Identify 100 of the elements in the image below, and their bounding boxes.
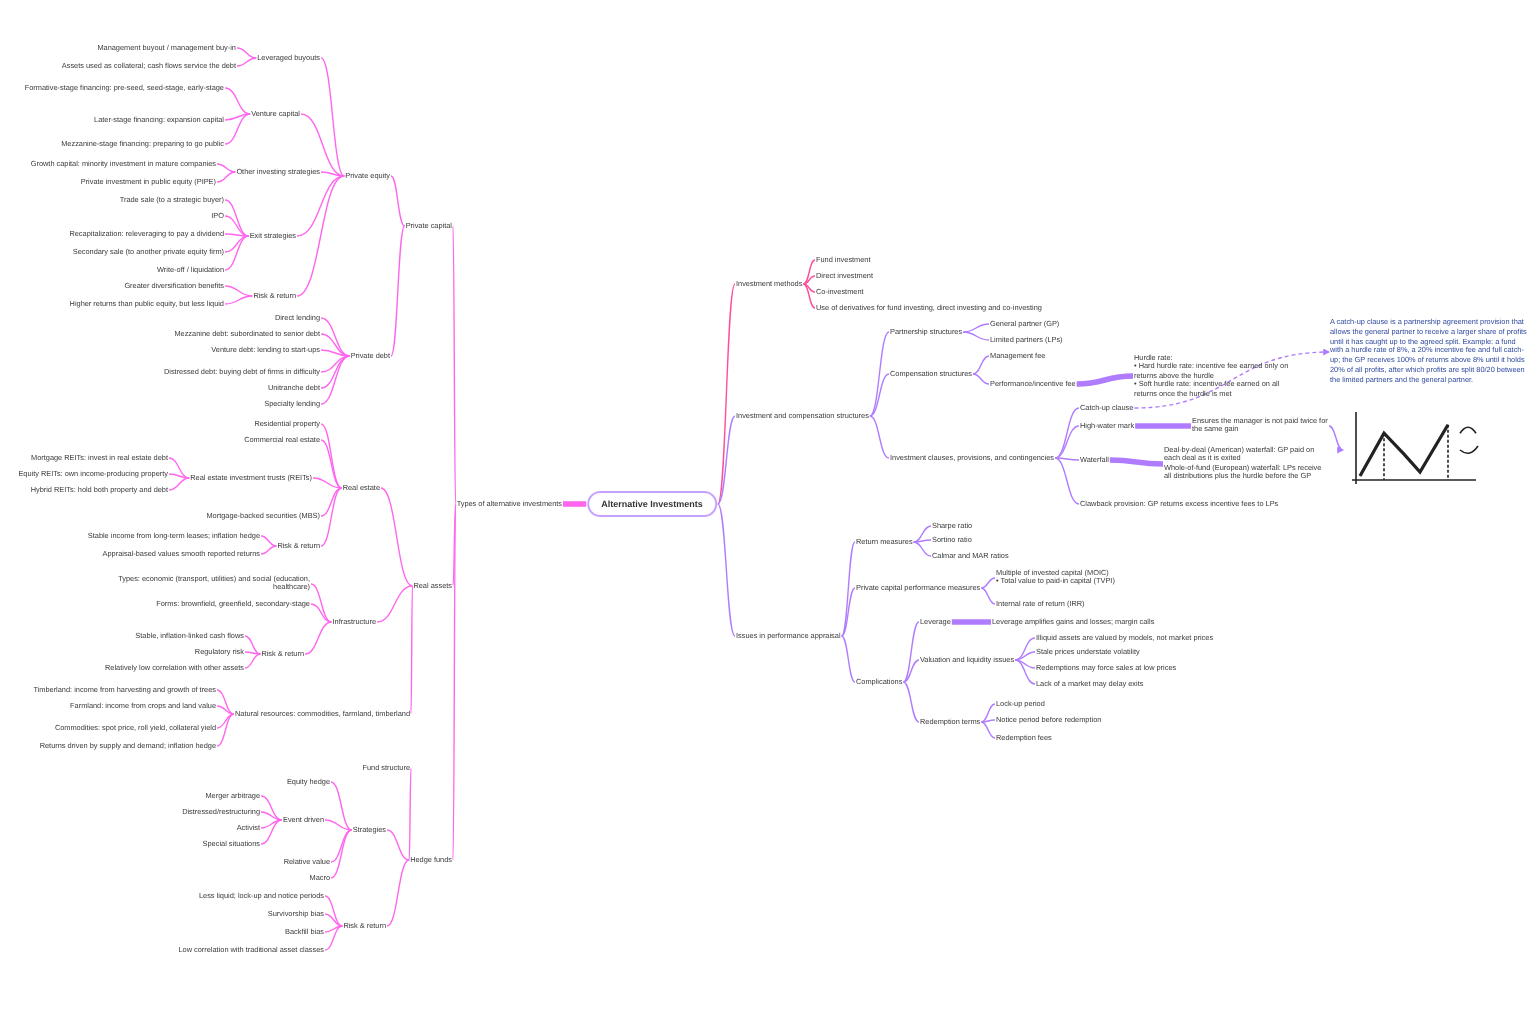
connector-line <box>1014 637 1036 661</box>
connector-line <box>260 545 278 555</box>
connector-line <box>224 285 254 297</box>
connector-line <box>902 681 920 723</box>
connector-line <box>320 355 351 389</box>
connector-line <box>717 283 736 505</box>
connector-line <box>224 233 250 237</box>
connector-line <box>260 819 283 829</box>
connector-line <box>168 457 190 479</box>
connector-line <box>1076 373 1134 387</box>
connector-line <box>244 635 262 655</box>
connector-line <box>320 349 351 357</box>
connector-line <box>410 585 414 715</box>
connector-line <box>310 603 333 623</box>
connector-line <box>312 477 343 489</box>
connector-line <box>260 819 283 845</box>
connector-line <box>236 47 257 59</box>
connector-line <box>869 331 890 417</box>
connector-line <box>296 175 345 237</box>
connector-line <box>330 829 353 879</box>
connector-line <box>972 355 990 375</box>
connector-line <box>1054 407 1080 459</box>
connector-line <box>320 171 345 177</box>
connector-line <box>380 487 414 587</box>
connector-line <box>962 323 990 333</box>
connector-line <box>376 585 414 623</box>
connector-line <box>320 57 345 177</box>
connector-line <box>216 171 237 183</box>
connector-line <box>717 415 736 505</box>
connector-line <box>296 175 345 297</box>
connector-line <box>1014 651 1036 661</box>
connector-line <box>1054 457 1080 461</box>
connector-line <box>972 373 990 385</box>
connector-line <box>902 621 920 683</box>
connector-line <box>452 503 457 587</box>
connector-line <box>563 501 587 507</box>
connector-line <box>324 819 353 831</box>
connector-line <box>980 703 996 723</box>
connector-line <box>912 541 932 557</box>
connector-line <box>802 259 816 285</box>
connector-line <box>304 621 333 655</box>
connector-line <box>320 439 343 489</box>
connector-line <box>244 651 262 655</box>
connector-line <box>330 829 353 863</box>
connector-line <box>310 583 333 623</box>
connector-line <box>1135 423 1191 429</box>
connector-line <box>980 577 996 589</box>
connector-line <box>452 225 457 505</box>
connector-line <box>236 57 257 67</box>
connector-line <box>1054 425 1080 459</box>
connector-line <box>224 235 250 253</box>
connector-line <box>1328 425 1345 452</box>
connector-line <box>216 689 235 715</box>
connector-line <box>320 317 351 357</box>
connector-line <box>168 477 190 491</box>
connector-line <box>260 795 283 821</box>
connector-line <box>869 373 890 417</box>
connector-line <box>386 829 410 861</box>
connector-line <box>260 811 283 821</box>
connector-line <box>320 487 343 547</box>
connector-line <box>216 713 235 747</box>
connector-line <box>840 541 856 637</box>
connector-line <box>244 653 262 669</box>
connector-line <box>224 295 254 305</box>
connector-line <box>320 333 351 357</box>
connector-line <box>300 113 345 177</box>
connector-line <box>1109 457 1164 467</box>
connector-line <box>330 781 353 831</box>
connector-line <box>717 503 736 637</box>
connector-line <box>320 355 351 373</box>
connector-line <box>912 525 932 543</box>
connector-line <box>840 635 856 683</box>
connector-line <box>224 235 250 271</box>
connector-line <box>320 423 343 489</box>
connector-line <box>320 487 343 517</box>
connector-line <box>1054 457 1080 505</box>
connector-line <box>951 619 991 625</box>
connector-line <box>224 113 251 145</box>
connector-line <box>216 713 235 729</box>
connector-line <box>224 215 250 237</box>
connector-line <box>224 113 251 121</box>
connector-line <box>324 925 344 933</box>
connector-line <box>216 163 237 173</box>
connector-line <box>260 535 278 547</box>
connector-line <box>390 225 406 357</box>
connector-line <box>320 355 351 405</box>
connector-line <box>324 913 344 927</box>
connector-line <box>840 587 856 637</box>
connector-line <box>224 199 250 237</box>
connector-line <box>962 331 990 341</box>
connector-line <box>869 415 890 459</box>
connector-line <box>324 925 344 951</box>
connector-line <box>1014 659 1036 685</box>
connector-line <box>802 283 816 309</box>
connector-line <box>980 721 996 739</box>
connector-line <box>802 275 816 285</box>
connector-line <box>168 473 190 479</box>
connector-line <box>452 503 457 861</box>
connector-line <box>980 587 996 605</box>
connector-line <box>1133 348 1331 409</box>
